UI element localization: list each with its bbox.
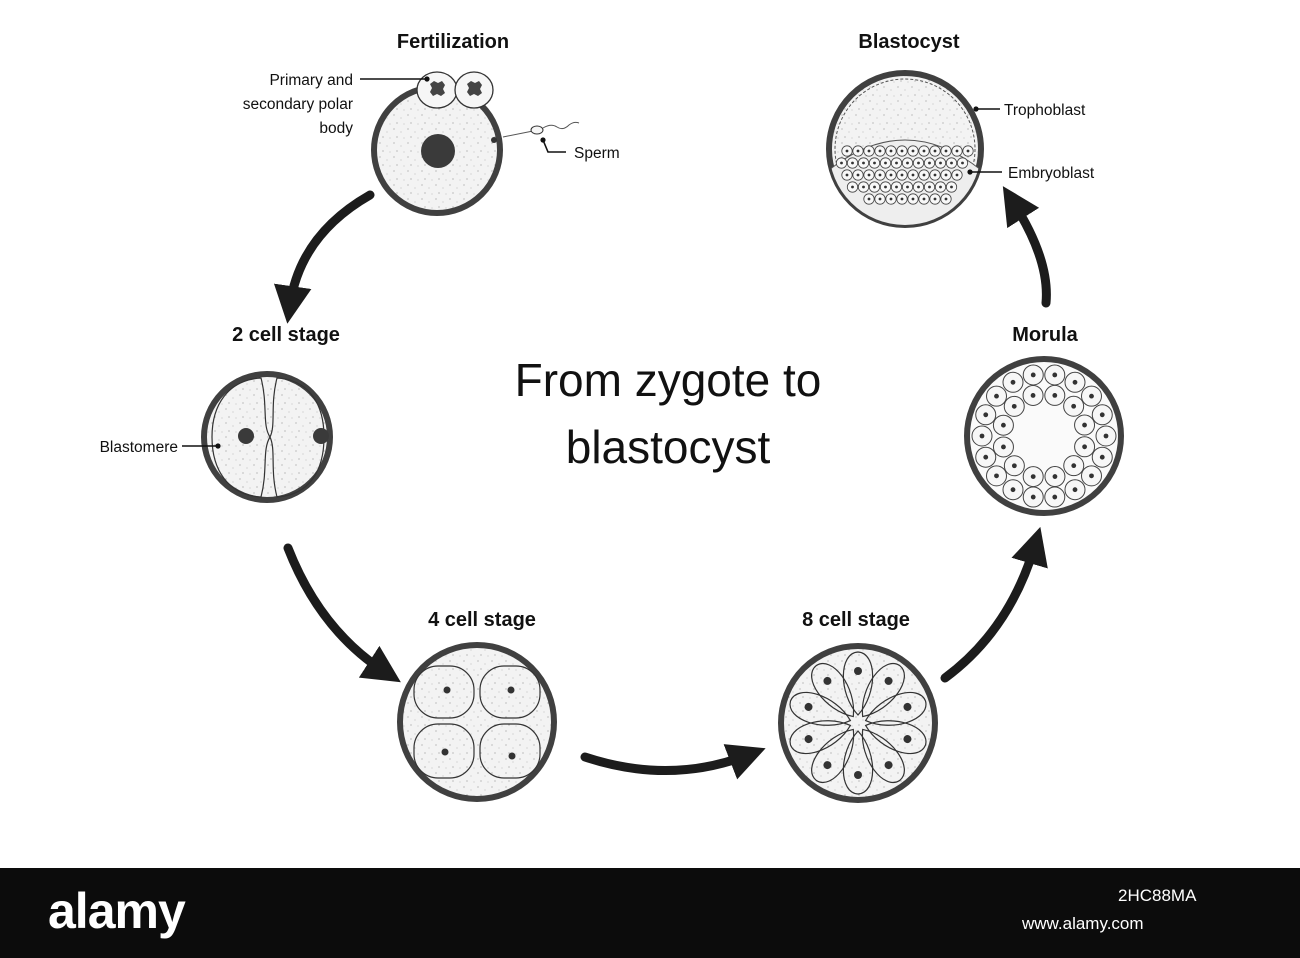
polar-body-label-line3: body — [319, 120, 353, 137]
morula-title: Morula — [1012, 324, 1078, 346]
footer-logo[interactable]: alamy — [48, 883, 186, 939]
arrow-8cell-to-morula — [940, 526, 1048, 683]
eight-cell-embryo — [778, 643, 938, 803]
blastomere-cell — [861, 663, 905, 718]
embryoblast-label: Embryoblast — [1008, 165, 1095, 182]
pronucleus — [421, 134, 455, 168]
footer-url[interactable]: www.alamy.com — [1022, 914, 1144, 933]
footer-image-id: 2HC88MA — [1118, 886, 1197, 905]
two-cell-title: 2 cell stage — [232, 324, 340, 346]
center-title-line2: blastocyst — [566, 421, 771, 473]
arrow-4cell-to-8cell — [580, 744, 766, 780]
four-cell-embryo — [397, 642, 557, 802]
blastomere-cell — [864, 691, 927, 726]
inner-cell-mass — [829, 139, 981, 225]
blastocyst-title: Blastocyst — [858, 31, 959, 53]
blastomere-cell — [842, 651, 874, 716]
blastomere-cell — [861, 728, 905, 783]
fertilization-zygote — [371, 71, 580, 216]
fertilization-title: Fertilization — [397, 31, 509, 53]
blastomere-cell — [789, 691, 852, 726]
polar-bodies — [416, 71, 494, 109]
eight-cell-title: 8 cell stage — [802, 609, 910, 631]
center-title-line1: From zygote to — [515, 354, 822, 406]
polar-body-label-line2: secondary polar — [243, 96, 353, 113]
arrow-morula-to-blastocyst — [1002, 186, 1051, 308]
sperm-icon — [491, 121, 580, 143]
blastocyst-embryo — [826, 70, 984, 228]
footer-bar: alamy 2HC88MA www.alamy.com — [0, 868, 1300, 958]
sperm-label: Sperm — [574, 145, 620, 162]
blastomere-cell — [842, 730, 874, 795]
morula-embryo — [964, 356, 1124, 516]
arrow-fertilization-to-2cell — [273, 190, 375, 324]
blastomere-label: Blastomere — [100, 439, 178, 456]
blastomere-cell — [864, 720, 927, 755]
two-cell-embryo — [201, 371, 333, 503]
trophoblast-label: Trophoblast — [1004, 102, 1086, 119]
sperm-leader — [542, 139, 566, 153]
blastomere-cell — [811, 728, 855, 783]
blastomere-cell — [789, 720, 852, 755]
diagram-svg: Fertilization Primary and secondary pola… — [100, 31, 1124, 803]
arrow-2cell-to-4cell — [283, 543, 401, 683]
polar-body-label-line1: Primary and — [269, 72, 353, 89]
four-cell-title: 4 cell stage — [428, 609, 536, 631]
blastomere-cell — [811, 663, 855, 718]
